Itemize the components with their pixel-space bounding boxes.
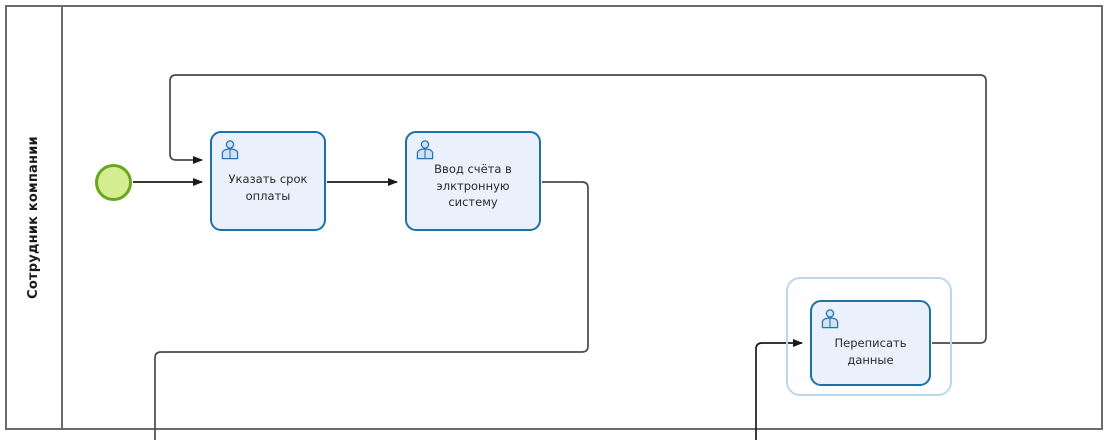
task-label: Указать срок оплаты (228, 172, 308, 203)
task-label: Ввод счёта в элктронную систему (434, 161, 512, 210)
task-ukazat-srok-oplaty[interactable]: Указать срок оплаты (210, 131, 326, 231)
subprocess-group (786, 277, 952, 396)
lane-header: Сотрудник компании (5, 5, 62, 430)
lane-label-employee: Сотрудник компании (26, 136, 42, 299)
task-label: Переписать данные (834, 336, 907, 367)
task-vvod-scheta[interactable]: Ввод счёта в элктронную систему (405, 131, 541, 231)
user-icon (416, 140, 434, 160)
user-icon (821, 309, 839, 329)
user-icon (221, 140, 239, 160)
lane-divider (61, 5, 63, 430)
start-event[interactable] (95, 164, 132, 201)
task-perepisat-dannye[interactable]: Переписать данные (810, 300, 931, 386)
